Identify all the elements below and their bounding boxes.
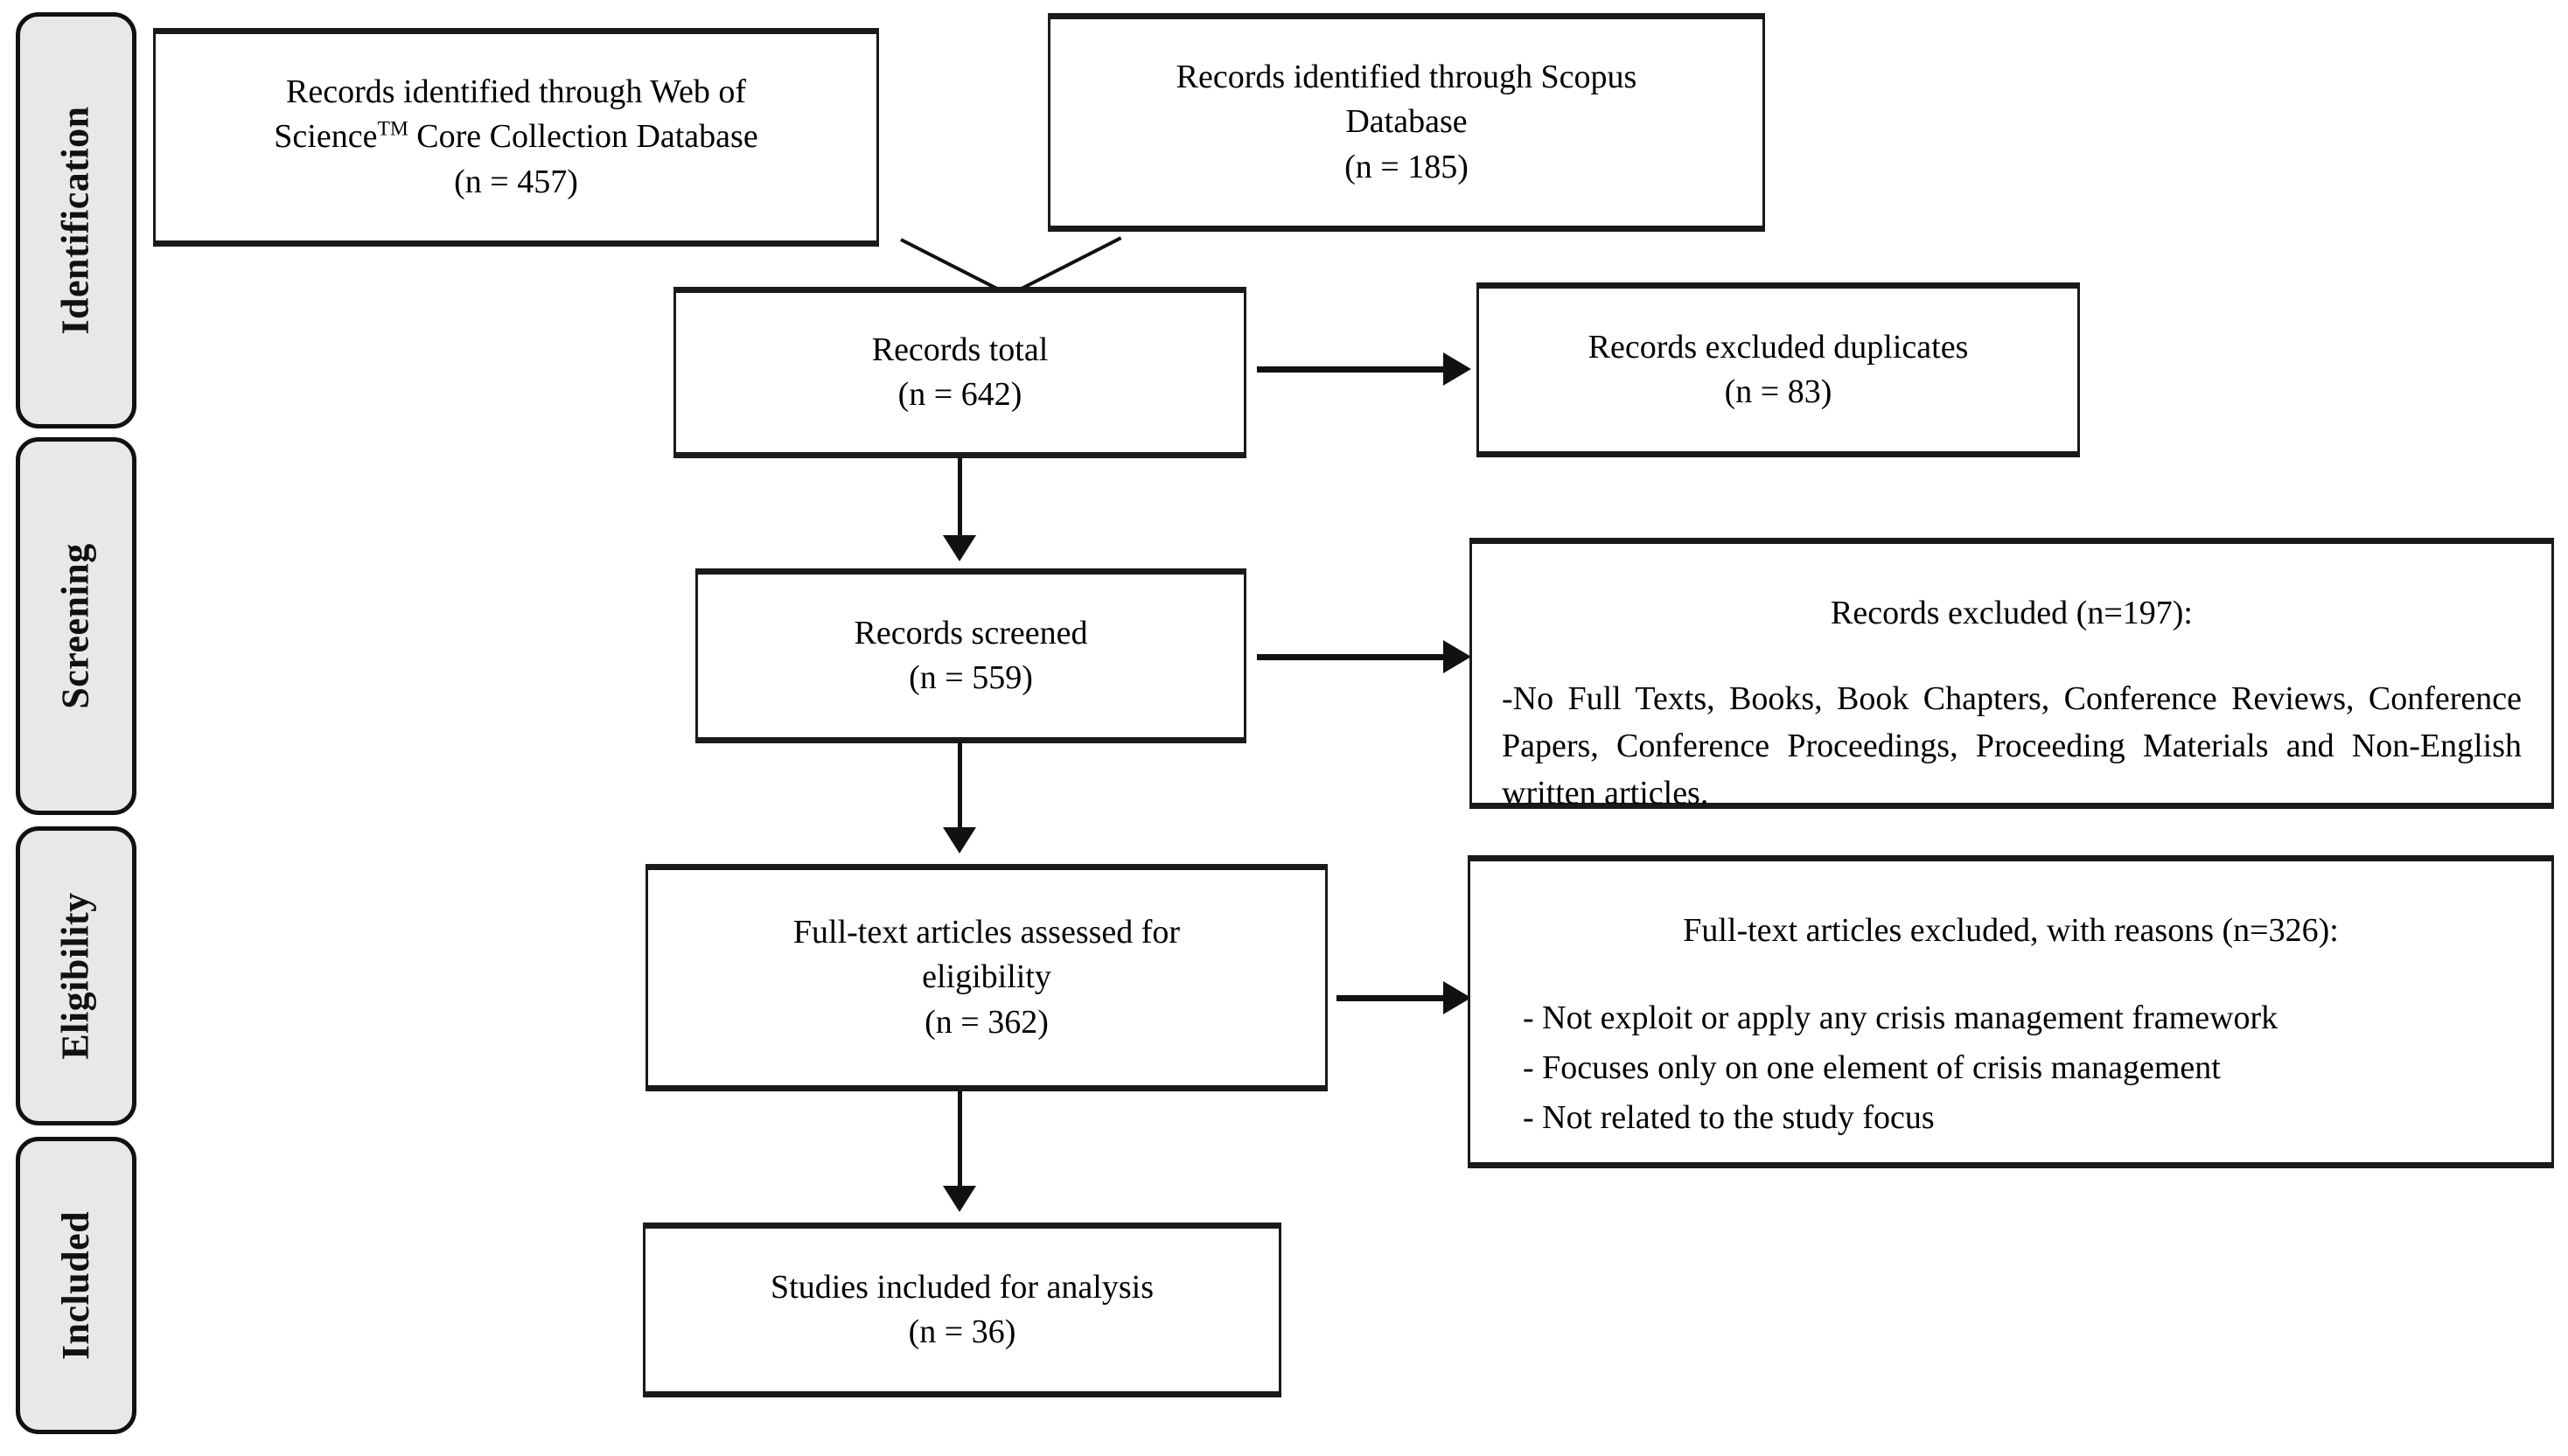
duplicates-line-1: Records excluded duplicates — [1588, 328, 1969, 366]
arrowhead-to-duplicates — [1443, 352, 1471, 386]
stage-label-screening: Screening — [54, 543, 97, 709]
duplicates-count: (n = 83) — [1724, 373, 1832, 410]
records-total-line-1: Records total — [871, 331, 1049, 368]
stage-screening: Screening — [16, 437, 136, 815]
scopus-count: (n = 185) — [1344, 148, 1469, 185]
box-records-total: Records total (n = 642) — [673, 287, 1246, 458]
wos-line-1: Records identified through Web of — [285, 73, 746, 111]
wos-line-2: ScienceTM Core Collection Database — [274, 115, 757, 159]
trademark-symbol: TM — [377, 117, 408, 141]
connector-total-to-duplicates — [1257, 366, 1448, 373]
stage-label-included: Included — [54, 1210, 98, 1361]
connector-screened-to-fulltext — [958, 743, 962, 831]
arrowhead-to-fulltext — [943, 827, 976, 853]
stage-label-identification: Identification — [54, 106, 98, 335]
screened-count: (n = 559) — [909, 659, 1033, 696]
wos-count: (n = 457) — [454, 163, 578, 200]
box-fulltext-assessed: Full-text articles assessed for eligibil… — [645, 864, 1328, 1091]
wos-line-2-post: Core Collection Database — [408, 118, 758, 156]
screened-line-1: Records screened — [854, 614, 1088, 651]
box-records-screened: Records screened (n = 559) — [695, 568, 1246, 743]
box-duplicates-excluded: Records excluded duplicates (n = 83) — [1476, 282, 2080, 457]
merge-connector-right — [1017, 236, 1122, 292]
box-studies-included: Studies included for analysis (n = 36) — [643, 1223, 1281, 1397]
scopus-line-1: Records identified through Scopus — [1176, 59, 1637, 96]
connector-fulltext-to-included — [958, 1091, 962, 1189]
arrowhead-to-screened — [943, 535, 976, 561]
records-excluded-body: -No Full Texts, Books, Book Chapters, Co… — [1502, 680, 2522, 812]
records-total-count: (n = 642) — [897, 376, 1022, 413]
included-line-1: Studies included for analysis — [771, 1268, 1154, 1306]
connector-total-to-screened — [958, 458, 962, 539]
reason-item: - Not related to the study focus — [1523, 1099, 1935, 1137]
stage-included: Included — [16, 1137, 136, 1434]
stage-eligibility: Eligibility — [16, 826, 136, 1125]
fulltext-count: (n = 362) — [925, 1003, 1049, 1041]
fulltext-line-1: Full-text articles assessed for — [792, 914, 1181, 951]
fulltext-excluded-heading: Full-text articles excluded, with reason… — [1683, 912, 2339, 949]
fulltext-excluded-reasons: - Not exploit or apply any crisis manage… — [1497, 993, 2525, 1143]
arrowhead-to-fulltext-excluded — [1443, 981, 1471, 1014]
merge-connector-left — [900, 238, 1005, 294]
box-records-excluded: Records excluded (n=197): -No Full Texts… — [1469, 538, 2554, 812]
reason-item: - Not exploit or apply any crisis manage… — [1523, 1000, 2278, 1037]
box-fulltext-excluded: Full-text articles excluded, with reason… — [1468, 855, 2554, 1168]
box-records-scopus: Records identified through Scopus Databa… — [1048, 13, 1765, 232]
fulltext-line-2: eligibility — [922, 958, 1051, 996]
reason-item: - Focuses only on one element of crisis … — [1523, 1049, 2221, 1087]
stage-identification: Identification — [16, 12, 136, 428]
stage-label-eligibility: Eligibility — [54, 892, 98, 1060]
included-count: (n = 36) — [908, 1313, 1016, 1350]
records-excluded-heading: Records excluded (n=197): — [1831, 595, 2193, 631]
scopus-line-2: Database — [1345, 103, 1468, 141]
wos-line-2-pre: Science — [274, 118, 378, 156]
arrowhead-to-records-excluded — [1443, 640, 1471, 673]
connector-screened-to-excluded — [1257, 654, 1448, 660]
connector-fulltext-to-excluded — [1336, 995, 1448, 1001]
box-records-wos: Records identified through Web of Scienc… — [153, 28, 879, 247]
arrowhead-to-included — [943, 1186, 976, 1212]
